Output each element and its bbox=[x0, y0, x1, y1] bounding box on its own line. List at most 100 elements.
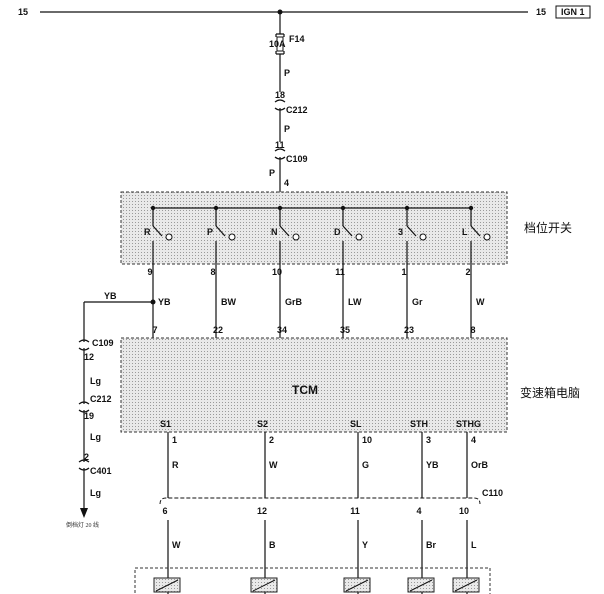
tcm-output-color: OrB bbox=[471, 460, 489, 470]
connector-c109-branch-icon bbox=[78, 339, 90, 343]
c110-output-color: Y bbox=[362, 540, 368, 550]
tcm-input-pin: 8 bbox=[470, 325, 475, 335]
tcm-output-label: S2 bbox=[257, 419, 268, 429]
switch-terminal-icon bbox=[483, 233, 491, 241]
branch-color: YB bbox=[104, 291, 117, 301]
switch-output-pin: 8 bbox=[210, 267, 215, 277]
c110-pin: 6 bbox=[162, 506, 167, 516]
switch-terminal-icon bbox=[292, 233, 300, 241]
tcm-input-pin: 23 bbox=[404, 325, 414, 335]
tcm-output-label: STHG bbox=[456, 419, 481, 429]
switch-position-label: L bbox=[462, 227, 468, 237]
fuse-icon bbox=[275, 33, 285, 55]
connector-c212-branch-icon bbox=[78, 401, 90, 405]
switch-output-pin: 10 bbox=[272, 267, 282, 277]
connector-c401-icon bbox=[78, 459, 90, 463]
switch-output-color: YB bbox=[158, 297, 171, 307]
tcm-output-pin: 3 bbox=[426, 435, 431, 445]
switch-box-outline bbox=[120, 191, 508, 265]
tcm-input-pin: 34 bbox=[277, 325, 287, 335]
tcm-output-pin: 2 bbox=[269, 435, 274, 445]
solenoid-coil-icon bbox=[407, 577, 435, 593]
connector-c109-top-icon bbox=[274, 148, 286, 152]
reverse-light-branch: YB C109 12 Lg C212 19 Lg 2 C401 Lg 倒档灯 2… bbox=[66, 291, 156, 529]
c110-pin: 12 bbox=[257, 506, 267, 516]
branch-c212-pin: 19 bbox=[84, 411, 94, 421]
switch-output-color: Gr bbox=[412, 297, 423, 307]
c110-output-color: L bbox=[471, 540, 477, 550]
tcm-output-pin: 10 bbox=[362, 435, 372, 445]
switch-blade-icon bbox=[215, 225, 226, 237]
switch-contact-1: P bbox=[207, 205, 236, 264]
tcm-box-outline bbox=[120, 337, 508, 433]
switch-output-color: W bbox=[476, 297, 485, 307]
c110-output-color: B bbox=[269, 540, 276, 550]
switch-output-color: GrB bbox=[285, 297, 303, 307]
switch-blade-icon bbox=[342, 225, 353, 237]
c212-top-pin: 18 bbox=[275, 90, 285, 100]
switch-position-label: P bbox=[207, 227, 213, 237]
c110-output-color: Br bbox=[426, 540, 436, 550]
solenoid-boxes bbox=[134, 567, 491, 594]
tcm-output-pin: 1 bbox=[172, 435, 177, 445]
switch-blade-icon bbox=[470, 225, 481, 237]
switch-contact-2: N bbox=[271, 205, 300, 264]
switch-contact-4: 3 bbox=[398, 205, 427, 264]
ign-box bbox=[555, 5, 591, 19]
tcm-output-pin: 4 bbox=[471, 435, 476, 445]
c109-top-pin: 11 bbox=[275, 140, 285, 150]
feed-color-2: P bbox=[284, 124, 290, 134]
switch-output-color: LW bbox=[348, 297, 362, 307]
switch-position-label: 3 bbox=[398, 227, 403, 237]
gear-switch-box: 档位开关 R P N D 3 L bbox=[120, 191, 572, 265]
branch-footnote: 倒档灯 20 线 bbox=[66, 521, 99, 529]
tcm-output-wire: 2W 12B bbox=[257, 432, 278, 594]
c110-connector: C110 bbox=[159, 488, 503, 505]
branch-c109-name: C109 bbox=[92, 338, 114, 348]
c110-output-color: W bbox=[172, 540, 181, 550]
switch-position-label: D bbox=[334, 227, 341, 237]
tcm-input-pin: 7 bbox=[152, 325, 157, 335]
solenoid-coil-icon bbox=[343, 577, 371, 593]
power-right-label: 15 bbox=[536, 7, 546, 17]
switch-terminal-icon bbox=[228, 233, 236, 241]
c212-top-name: C212 bbox=[286, 105, 308, 115]
switch-output-pin: 2 bbox=[465, 267, 470, 277]
feed-color-3: P bbox=[269, 168, 275, 178]
switch-blade-icon bbox=[406, 225, 417, 237]
branch-wire-color-2: Lg bbox=[90, 432, 101, 442]
switch-output-pin: 9 bbox=[147, 267, 152, 277]
branch-c109-pin: 12 bbox=[84, 352, 94, 362]
connector-c212-top-icon bbox=[274, 99, 286, 103]
switch-terminal-icon bbox=[419, 233, 427, 241]
switch-blade-icon bbox=[279, 225, 290, 237]
solenoid-coil-icon bbox=[452, 577, 480, 593]
power-rail: 15 15 IGN 1 bbox=[18, 5, 591, 19]
switch-box-label: 档位开关 bbox=[524, 220, 572, 235]
tcm-input-pin: 22 bbox=[213, 325, 223, 335]
c110-pin: 11 bbox=[350, 506, 360, 516]
tcm-output-wire: 1R 6W bbox=[162, 432, 181, 594]
c109-top-pin-below: 4 bbox=[284, 178, 289, 188]
tcm-output-color: W bbox=[269, 460, 278, 470]
feed-color-1: P bbox=[284, 68, 290, 78]
switch-contact-0: R bbox=[144, 205, 173, 264]
feed-wire: 10A F14 P 18 C212 P 11 C109 P 4 bbox=[269, 12, 308, 192]
c110-pin: 10 bbox=[459, 506, 469, 516]
fuse-name: F14 bbox=[289, 34, 305, 44]
switch-position-label: R bbox=[144, 227, 151, 237]
switch-output-pin: 1 bbox=[401, 267, 406, 277]
ign-label: IGN 1 bbox=[561, 7, 585, 17]
switch-contact-5: L bbox=[462, 205, 491, 264]
branch-c401-pin: 2 bbox=[84, 452, 89, 462]
switch-output-pin: 11 bbox=[335, 267, 345, 277]
tcm-output-label: S1 bbox=[160, 419, 171, 429]
branch-wire-color-1: Lg bbox=[90, 376, 101, 386]
fuse-rating: 10A bbox=[269, 39, 286, 49]
tcm-output-color: R bbox=[172, 460, 179, 470]
branch-c401-name: C401 bbox=[90, 466, 112, 476]
